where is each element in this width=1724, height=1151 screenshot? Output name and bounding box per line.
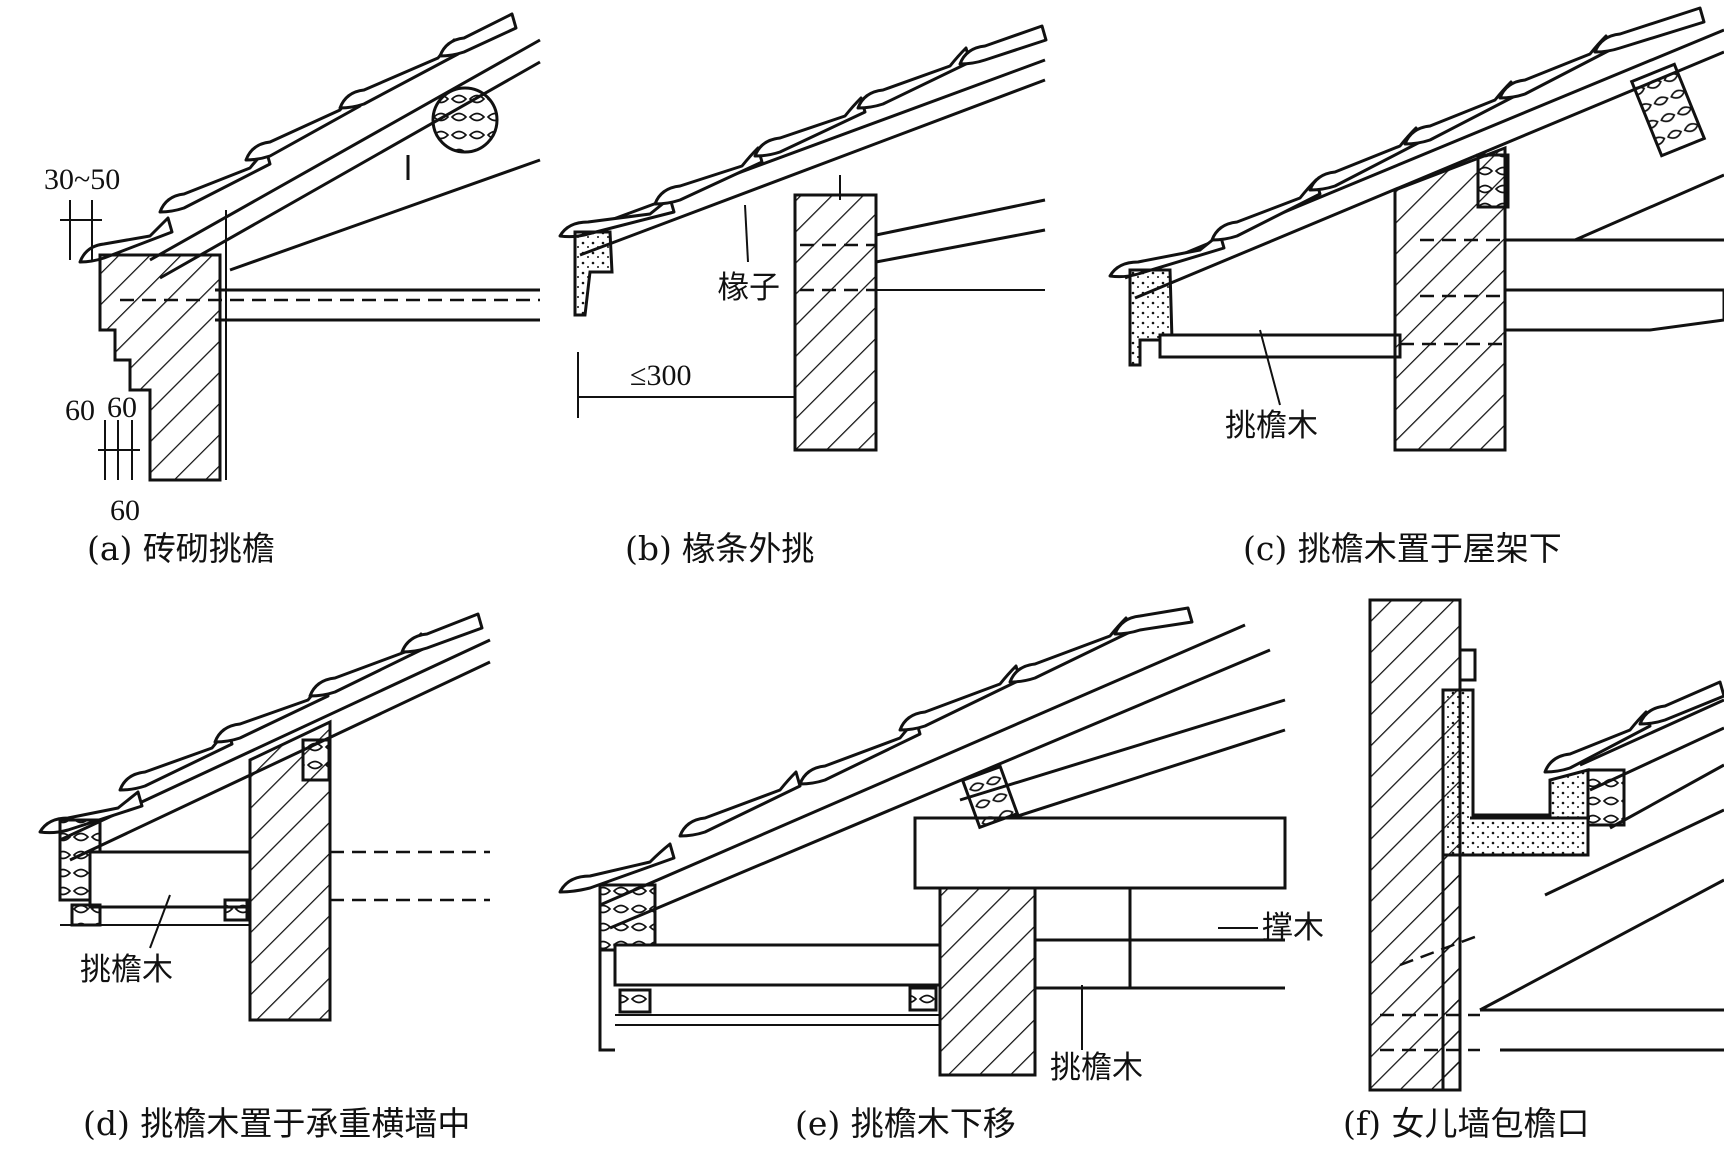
panel-f-gutter	[1441, 688, 1590, 857]
panel-b-wall	[793, 193, 878, 452]
panel-a-dimensions: 30~50 60 60 60	[44, 163, 140, 527]
caption-a: (a) 砖砌挑檐	[87, 529, 275, 568]
panel-f-roof-tiles	[1543, 680, 1724, 792]
dim-60-right: 60	[107, 391, 137, 424]
caption-d: (d) 挑檐木置于承重横墙中	[83, 1104, 470, 1143]
dim-60-bottom: 60	[110, 494, 140, 527]
dim-30-50: 30~50	[44, 163, 120, 196]
label-cantilever-c: 挑檐木	[1225, 408, 1318, 444]
panel-d: 挑檐木 (d) 挑檐木置于承重横墙中	[38, 612, 491, 1143]
label-cantilever-d: 挑檐木	[80, 952, 173, 988]
panel-e-block-left	[618, 988, 652, 1014]
panel-b: 椽子 ≤300 (b) 椽条外挑	[558, 24, 1048, 568]
panel-c-purlin-top	[1629, 62, 1707, 158]
label-cantilever-e: 挑檐木	[1050, 1050, 1143, 1086]
panel-e: 撑木 挑檐木 (e) 挑檐木下移	[558, 606, 1324, 1143]
panel-a-purlin	[431, 86, 499, 154]
caption-f: (f) 女儿墙包檐口	[1343, 1104, 1589, 1143]
panel-c-purlin-wall	[1476, 153, 1510, 209]
panel-e-fascia-block	[598, 883, 657, 952]
panel-d-cantilever-beam	[88, 850, 252, 909]
panel-e-wall	[938, 886, 1037, 1077]
panel-d-block-right	[223, 898, 249, 922]
dim-max-300: ≤300	[630, 359, 691, 392]
panel-c-fascia	[1128, 268, 1174, 367]
panel-f-purlin	[1586, 768, 1626, 827]
label-strut: 撑木	[1262, 910, 1324, 946]
panel-c-cantilever-beam	[1158, 333, 1402, 359]
caption-b: (b) 椽条外挑	[625, 529, 814, 568]
panel-d-block-left	[70, 903, 102, 927]
panel-b-fascia	[573, 230, 614, 317]
caption-e: (e) 挑檐木下移	[795, 1104, 1016, 1143]
dim-60-left: 60	[65, 394, 95, 427]
panel-a-roof-tiles	[78, 12, 541, 280]
panel-c-roof-tiles	[1108, 6, 1724, 300]
panel-d-wall	[248, 719, 332, 1022]
panel-a: 30~50 60 60 60 (a) 砖砌挑檐	[44, 12, 541, 568]
panel-f: (f) 女儿墙包檐口	[1343, 598, 1724, 1143]
panel-e-purlin	[960, 764, 1020, 830]
panel-b-roof-tiles	[558, 24, 1048, 257]
panel-c: 挑檐木 (c) 挑檐木置于屋架下	[1108, 6, 1724, 568]
panel-e-roof-tiles	[558, 606, 1271, 930]
panel-a-brick-wall	[98, 253, 222, 482]
panel-d-purlin	[301, 738, 331, 782]
panel-c-wall	[1393, 145, 1507, 452]
label-rafter: 椽子	[718, 270, 780, 306]
panel-e-block-right	[908, 986, 938, 1012]
panel-e-truss-chord	[913, 816, 1287, 890]
caption-c: (c) 挑檐木置于屋架下	[1243, 529, 1562, 568]
panel-e-cantilever-beam	[613, 943, 942, 987]
panel-e-strut	[1033, 886, 1132, 990]
